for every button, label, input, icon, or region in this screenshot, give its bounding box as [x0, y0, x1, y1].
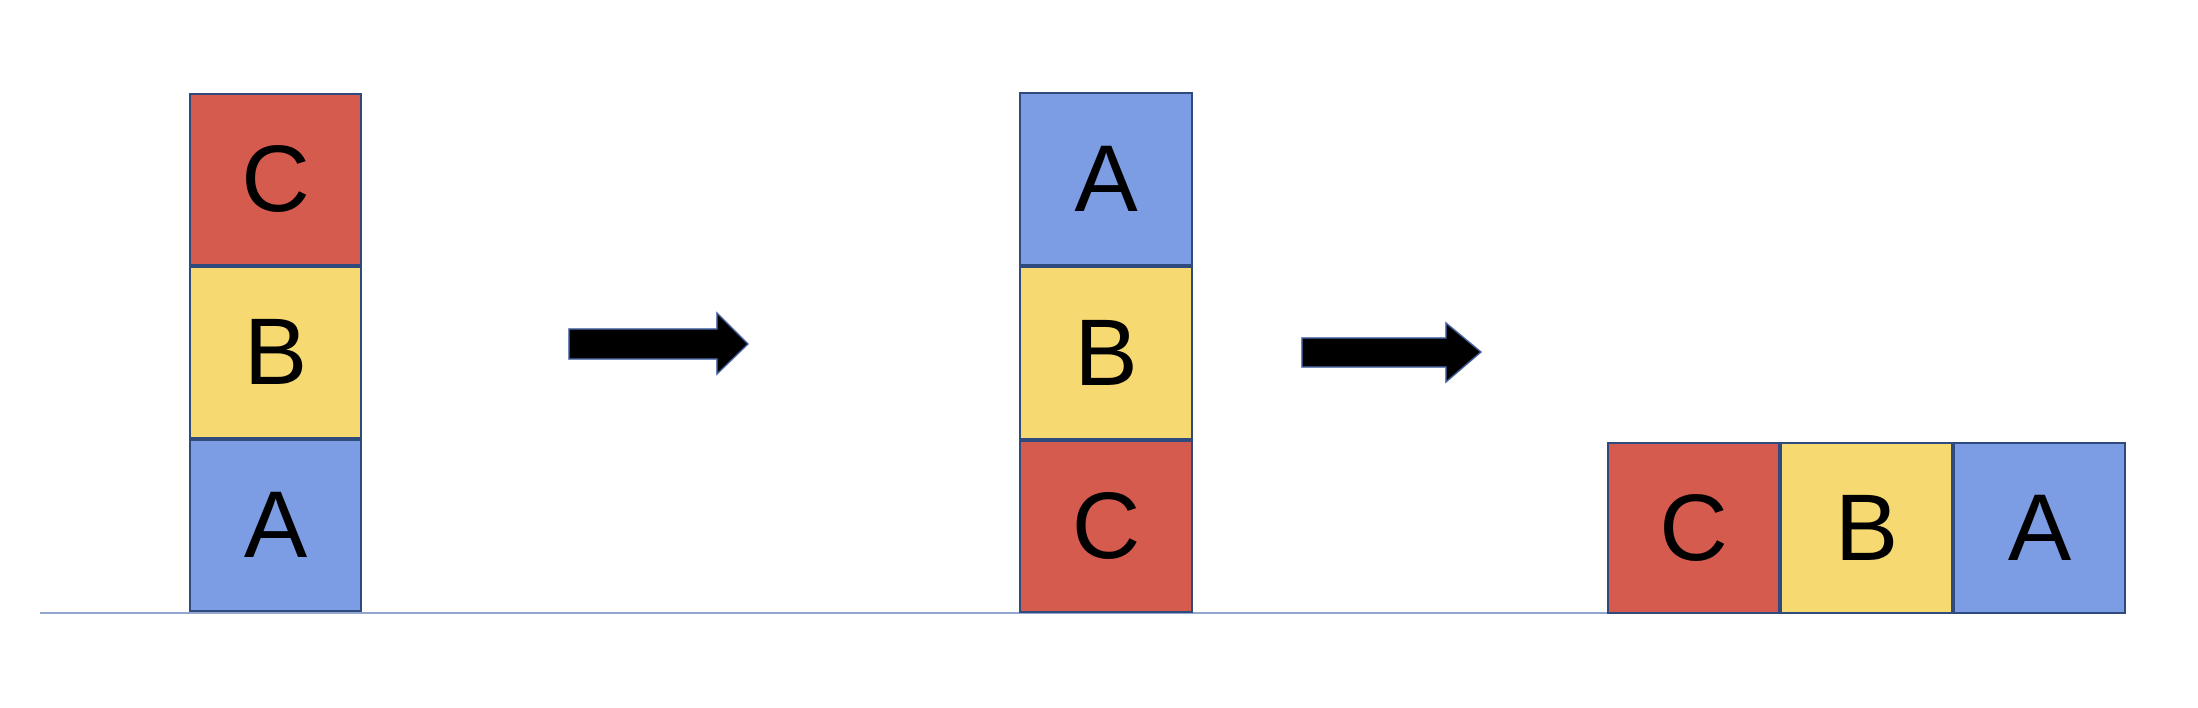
ground-line — [40, 612, 1932, 614]
arrow-right-shape — [568, 311, 750, 376]
row-block-a: A — [1953, 442, 2126, 614]
arrow-right-icon — [568, 311, 750, 376]
row-block-c: C — [1607, 442, 1780, 614]
stack2-block-a: A — [1019, 92, 1193, 266]
stack1-block-c: C — [189, 93, 362, 266]
arrow-right-shape — [1301, 321, 1483, 384]
stack1-block-a: A — [189, 439, 362, 612]
arrow-right-icon — [1301, 321, 1483, 384]
stack2-block-c: C — [1019, 440, 1193, 613]
row-block-b: B — [1780, 442, 1953, 614]
stack2-block-b: B — [1019, 266, 1193, 440]
stack1-block-b: B — [189, 266, 362, 439]
